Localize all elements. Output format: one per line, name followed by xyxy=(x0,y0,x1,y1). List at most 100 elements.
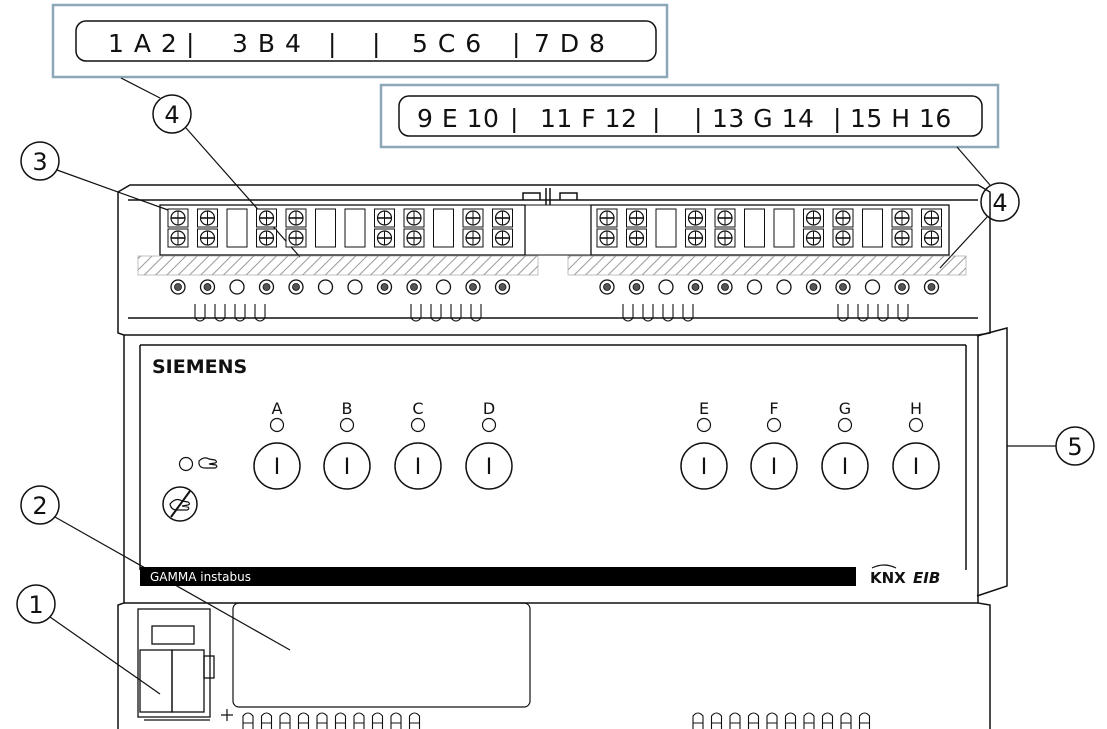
channel-button-a[interactable]: I xyxy=(253,442,301,490)
right-label-sep-4: | xyxy=(833,104,842,133)
left-label-sep-1: | xyxy=(186,29,195,58)
spring-clip xyxy=(682,304,694,322)
left-label-5c6: 5 C 6 xyxy=(412,29,482,58)
spring-clip xyxy=(622,304,634,322)
terminal-screw[interactable] xyxy=(685,208,706,228)
svg-text:5: 5 xyxy=(1067,433,1082,461)
spring-clip xyxy=(897,304,909,322)
connector-ring xyxy=(805,279,822,295)
knx-logo-arc xyxy=(871,564,897,569)
right-label-sep-2: | xyxy=(652,104,661,133)
terminal-screw[interactable] xyxy=(921,228,942,248)
eib-logo: EIB xyxy=(913,569,940,587)
connector-ring xyxy=(687,279,704,295)
terminal-blank xyxy=(344,208,366,248)
terminal-blank xyxy=(433,208,454,248)
spring-clip xyxy=(194,304,206,322)
terminal-blank xyxy=(226,208,248,248)
connector-ring xyxy=(658,279,674,295)
terminal-screw[interactable] xyxy=(714,208,736,228)
terminal-screw[interactable] xyxy=(832,208,854,228)
channel-led-c xyxy=(410,417,426,433)
channel-label-b: B xyxy=(342,399,353,418)
svg-text:1: 1 xyxy=(28,591,43,619)
bottom-clip xyxy=(729,712,741,729)
terminal-screws xyxy=(167,208,942,248)
spring-clip xyxy=(642,304,654,322)
bottom-clip xyxy=(316,712,328,729)
terminal-screw[interactable] xyxy=(832,228,854,248)
terminal-screw[interactable] xyxy=(891,228,913,248)
terminal-screw[interactable] xyxy=(714,228,736,248)
bottom-clip xyxy=(242,712,254,729)
right-label-sep-3: | xyxy=(694,104,703,133)
spring-clip xyxy=(662,304,674,322)
connector-ring xyxy=(288,279,304,295)
terminal-screw[interactable] xyxy=(374,208,395,228)
terminal-screw[interactable] xyxy=(197,208,218,228)
terminal-screw[interactable] xyxy=(374,228,395,248)
terminal-screw[interactable] xyxy=(891,208,913,228)
terminal-blank xyxy=(773,208,795,248)
bus-connector[interactable] xyxy=(137,608,215,721)
channel-button-c[interactable]: I xyxy=(394,442,442,490)
channel-button-h[interactable]: I xyxy=(892,442,940,490)
terminal-screw[interactable] xyxy=(803,228,824,248)
connector-ring xyxy=(406,279,422,295)
channel-label-f: F xyxy=(769,399,778,418)
terminal-screw[interactable] xyxy=(596,228,618,248)
terminal-screw[interactable] xyxy=(462,228,484,248)
bottom-clip xyxy=(784,712,797,729)
terminal-screw[interactable] xyxy=(256,208,277,228)
connector-ring xyxy=(347,279,363,295)
right-label-15h16: 15 H 16 xyxy=(850,104,952,133)
terminal-screw[interactable] xyxy=(462,208,484,228)
terminal-screw[interactable] xyxy=(921,208,942,228)
terminal-screw[interactable] xyxy=(492,208,513,228)
spring-clip xyxy=(470,304,482,322)
terminal-screw[interactable] xyxy=(285,228,307,248)
manual-mode-button[interactable] xyxy=(162,486,198,522)
svg-text:4: 4 xyxy=(992,189,1007,217)
channel-button-d[interactable]: I xyxy=(465,442,513,490)
connector-rings xyxy=(170,279,940,295)
channel-button-b[interactable]: I xyxy=(323,442,371,490)
connector-ring xyxy=(435,279,452,295)
terminal-screw[interactable] xyxy=(167,228,189,248)
terminal-screw[interactable] xyxy=(626,208,647,228)
channel-button-g[interactable]: I xyxy=(821,442,869,490)
right-label-11f12: 11 F 12 xyxy=(540,104,637,133)
manual-led-indicator xyxy=(178,456,194,472)
spring-clip xyxy=(410,304,422,322)
spring-clip xyxy=(877,304,889,322)
terminal-screw[interactable] xyxy=(492,228,513,248)
left-label-frame xyxy=(51,3,669,79)
channel-button-e[interactable]: I xyxy=(680,442,728,490)
right-label-zone xyxy=(567,255,967,276)
terminal-screw[interactable] xyxy=(596,208,618,228)
spring-clip xyxy=(450,304,462,322)
bottom-clip xyxy=(692,712,704,729)
terminal-screw[interactable] xyxy=(403,208,425,228)
terminal-screw[interactable] xyxy=(256,228,277,248)
callout-4-top: 4 xyxy=(120,77,301,258)
svg-text:I: I xyxy=(913,455,920,480)
left-label-3b4: 3 B 4 xyxy=(232,29,302,58)
terminal-screw[interactable] xyxy=(403,228,425,248)
terminal-screw[interactable] xyxy=(803,208,824,228)
channel-button-f[interactable]: I xyxy=(750,442,798,490)
terminal-screw[interactable] xyxy=(167,208,189,228)
terminal-blank xyxy=(315,208,336,248)
terminal-screw[interactable] xyxy=(685,228,706,248)
terminal-screw[interactable] xyxy=(197,228,218,248)
terminal-screw[interactable] xyxy=(626,228,647,248)
connector-ring xyxy=(199,279,216,295)
bottom-clip xyxy=(821,712,834,729)
left-label-1a2: 1 A 2 xyxy=(108,29,178,58)
terminal-screw[interactable] xyxy=(285,208,307,228)
channel-label-e: E xyxy=(699,399,709,418)
spring-clip xyxy=(234,304,246,322)
svg-text:3: 3 xyxy=(32,148,47,176)
connector-ring xyxy=(628,279,645,295)
hand-icon xyxy=(198,457,218,469)
